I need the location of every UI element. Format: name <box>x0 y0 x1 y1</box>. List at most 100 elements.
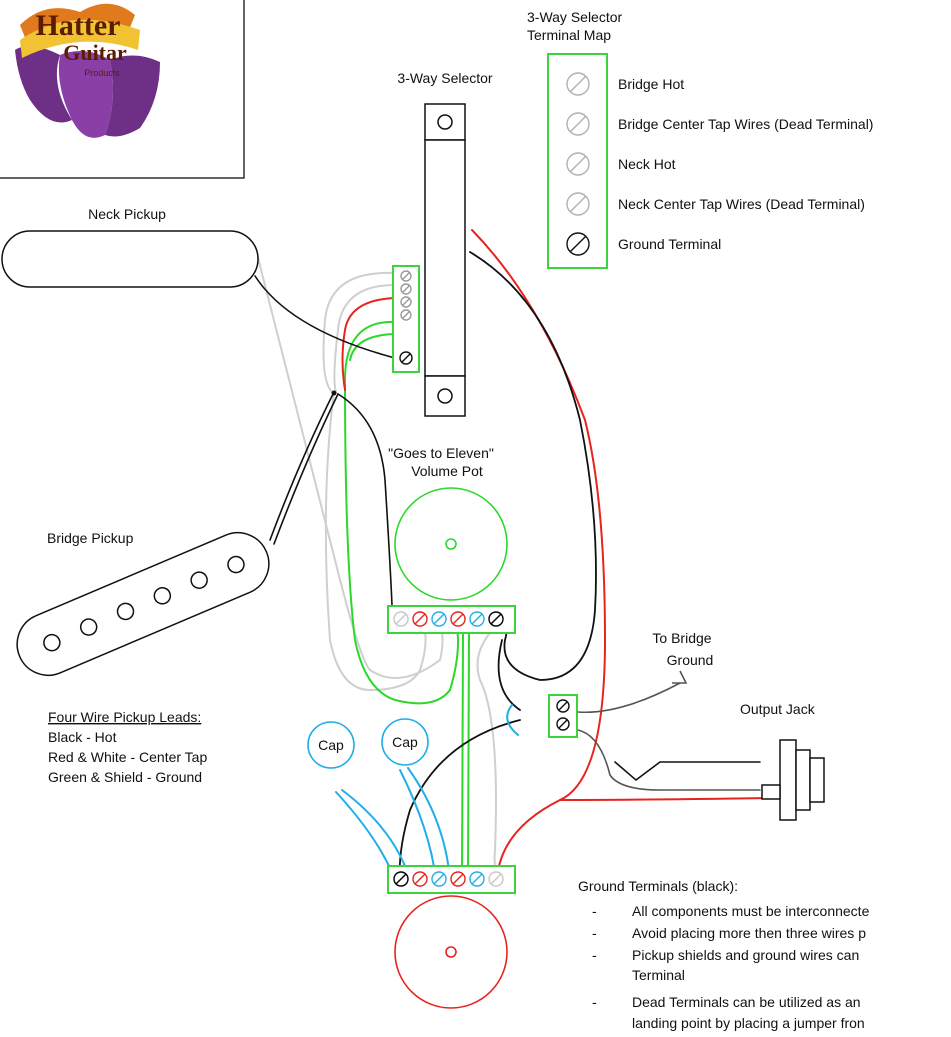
logo-petal-left <box>15 46 72 123</box>
jack-sleeve-wire <box>614 761 761 782</box>
tone-terminal-icon-slot <box>395 873 407 885</box>
terminal-map-item-label: Neck Hot <box>618 156 676 172</box>
bridge-pickup <box>16 532 270 676</box>
notes-bullet-1: - <box>592 903 597 919</box>
map-dead-terminal-icon-slot <box>569 75 587 93</box>
red-center-tap <box>341 297 396 391</box>
selector-ground-terminal-icon-slot <box>401 353 411 363</box>
map-dead-terminal-icon-slot <box>569 155 587 173</box>
map-dead-terminal-icon <box>566 192 590 216</box>
white-wire-2 <box>333 284 396 393</box>
tone-pot-shaft <box>445 946 457 958</box>
selector-screw-bottom <box>437 388 453 404</box>
volume-terminal-icon <box>469 611 485 627</box>
selector-ground-terminal-icon <box>399 351 413 365</box>
logo-text-2: Guitar <box>63 40 127 65</box>
logo-text-3: Products <box>84 68 120 78</box>
jack-terminal-hot-slash <box>558 719 568 729</box>
volume-terminal-icon-slot <box>471 613 483 625</box>
tone-terminal-icon <box>469 871 485 887</box>
green-vol-to-tone-2 <box>467 631 470 881</box>
volume-terminal-icon-slot <box>490 613 502 625</box>
terminal-map-title-1: 3-Way Selector <box>527 9 623 25</box>
notes-item-1: All components must be interconnecte <box>632 903 870 919</box>
tone-terminal-icon <box>488 871 504 887</box>
selector-title: 3-Way Selector <box>397 70 493 86</box>
map-ground-terminal-icon-slot <box>569 235 587 253</box>
bridge-ground-label-2: Ground <box>667 652 714 668</box>
logo-petal-center <box>58 51 114 138</box>
logo-banner <box>20 19 140 58</box>
leads-heading: Four Wire Pickup Leads: <box>48 709 201 725</box>
tone-terminal-icon <box>431 871 447 887</box>
terminal-map-item-label: Bridge Center Tap Wires (Dead Terminal) <box>618 116 873 132</box>
map-dead-terminal-icon <box>566 72 590 96</box>
selector-out-wire <box>469 251 597 681</box>
notes-item-4: Dead Terminals can be utilized as an <box>632 994 861 1010</box>
cap-2 <box>381 718 429 766</box>
volume-label-2: Volume Pot <box>411 463 483 479</box>
bridge-hot-wire-1 <box>269 391 335 541</box>
notes-item-3: Pickup shields and ground wires can <box>632 947 859 963</box>
terminal-map-item-label: Ground Terminal <box>618 236 721 252</box>
selector-dead-terminal-icon-slot <box>401 310 411 320</box>
map-dead-terminal-icon <box>566 152 590 176</box>
bridge-hot-to-vol <box>337 393 393 606</box>
neck-hot-wire <box>254 275 396 359</box>
pole-piece <box>227 555 245 574</box>
cap-2-label: Cap <box>392 734 418 750</box>
tone-terminal-icon-slot <box>414 873 426 885</box>
red-jack-wire <box>559 797 776 801</box>
notes-item-4-cont: landing point by placing a jumper fron <box>632 1015 865 1031</box>
selector-dead-terminal-icon-slot <box>401 271 411 281</box>
white-wire-1 <box>322 271 396 393</box>
volume-pot-shaft <box>445 538 457 550</box>
output-jack-flange <box>779 739 797 821</box>
tone-terminal-icon <box>450 871 466 887</box>
output-jack <box>761 739 825 821</box>
selector-body <box>424 139 466 377</box>
notes-bullet-2: - <box>592 925 597 941</box>
selector-dead-terminal-icon-slot <box>401 297 411 307</box>
volume-terminal-icon <box>450 611 466 627</box>
selector-dead-terminal-icon <box>400 296 412 308</box>
map-dead-terminal-icon <box>566 112 590 136</box>
output-jack-label: Output Jack <box>740 701 816 717</box>
leads-line-1: Black - Hot <box>48 729 117 745</box>
notes-bullet-3: - <box>592 947 597 963</box>
selector-switch <box>392 103 466 417</box>
neck-shield-wire <box>254 245 444 679</box>
pole-piece <box>190 571 208 589</box>
junction-dot <box>331 390 337 396</box>
gray-wire-down <box>476 621 501 883</box>
cap-1 <box>307 721 355 769</box>
output-jack-lug <box>761 784 781 800</box>
bridge-hot-wire-2 <box>273 393 339 545</box>
neck-pickup-label: Neck Pickup <box>88 206 166 222</box>
neck-pickup <box>1 230 259 288</box>
map-dead-terminal-icon-slot <box>569 195 587 213</box>
selector-screw-top <box>437 114 453 130</box>
volume-label-1: "Goes to Eleven" <box>388 445 494 461</box>
notes-item-3-cont: Terminal <box>632 967 685 983</box>
cap2-leg-a <box>407 767 451 881</box>
map-dead-terminal-icon-slot <box>569 115 587 133</box>
output-jack-nut <box>795 749 811 811</box>
jack-tip-wire <box>577 729 761 791</box>
leads-line-2: Red & White - Center Tap <box>48 749 207 765</box>
jack-cap-loop <box>506 704 519 736</box>
terminal-map-title-2: Terminal Map <box>527 27 611 43</box>
volume-terminal-icon-slot <box>395 613 407 625</box>
volume-terminal-icon <box>412 611 428 627</box>
selector-dead-terminal-icon <box>400 270 412 282</box>
selector-dead-terminal-icon-slot <box>401 284 411 294</box>
tone-terminal-icon <box>393 871 409 887</box>
tone-terminal-icon <box>412 871 428 887</box>
logo: Hatter Guitar Products <box>0 0 245 179</box>
terminal-map-item-label: Neck Center Tap Wires (Dead Terminal) <box>618 196 865 212</box>
volume-terminal-icon <box>393 611 409 627</box>
jack-terminal-ground-slash <box>558 701 568 711</box>
cap1-leg-b <box>335 791 396 881</box>
bridge-ground-arrow-icon <box>672 670 688 684</box>
